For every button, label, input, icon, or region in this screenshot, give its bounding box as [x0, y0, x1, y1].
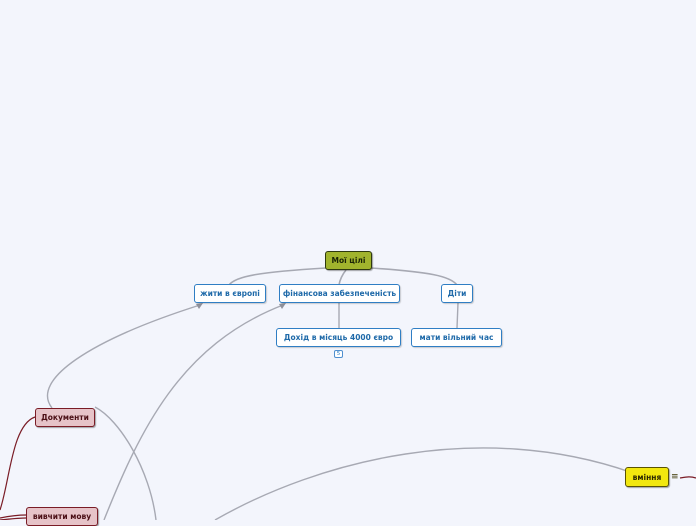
link-central-to-finansova [338, 269, 347, 286]
topic-vyvchyty-movu[interactable]: вивчити мову [26, 507, 98, 526]
link-dity-to-maty [456, 302, 459, 329]
link-vminnia-right [679, 476, 696, 479]
central-topic-moi-tsili[interactable]: Мої цілі [325, 251, 372, 270]
topic-label: жити в європі [200, 289, 260, 298]
link-bottom-to-vminnia [214, 447, 631, 520]
count-badge-text: 5 [336, 351, 341, 357]
subtopic-label: Дохід в місяць 4000 євро [283, 333, 394, 342]
central-topic-label: Мої цілі [331, 256, 366, 265]
subtopic-label: мати вільний час [419, 333, 494, 342]
topic-label: вміння [632, 472, 662, 482]
topic-finansova-zabezpechenist[interactable]: фінансова забезпеченість [279, 284, 400, 303]
link-dokumenty-down [94, 406, 157, 520]
arrowhead-finansova [279, 303, 286, 309]
link-central-to-dity [370, 267, 458, 286]
subtopic-dohid-v-misiats[interactable]: Дохід в місяць 4000 євро [276, 328, 401, 347]
link-central-to-zhyty [228, 267, 327, 286]
link-vyvchyty-to-finansova [103, 304, 284, 520]
link-dokumenty-to-zhyty [46, 304, 201, 409]
topic-label: Документи [41, 413, 89, 422]
arrowhead-zhyty [196, 303, 203, 309]
topic-label: фінансова забезпеченість [282, 289, 397, 298]
subtopic-maty-vilnyi-chas[interactable]: мати вільний час [411, 328, 502, 347]
notes-icon[interactable]: ≡ [671, 472, 679, 482]
collapsed-count-badge[interactable]: 5 [334, 350, 343, 358]
topic-dity[interactable]: Діти [441, 284, 473, 303]
topic-label: Діти [447, 289, 467, 298]
topic-zhyty-v-yevropi[interactable]: жити в європі [194, 284, 266, 303]
topic-dokumenty[interactable]: Документи [35, 408, 95, 427]
topic-label: вивчити мову [32, 512, 92, 521]
topic-vminnia[interactable]: вміння [625, 467, 669, 487]
link-left-to-dokumenty [0, 416, 36, 511]
link-left-to-vyvchyty [0, 514, 27, 519]
